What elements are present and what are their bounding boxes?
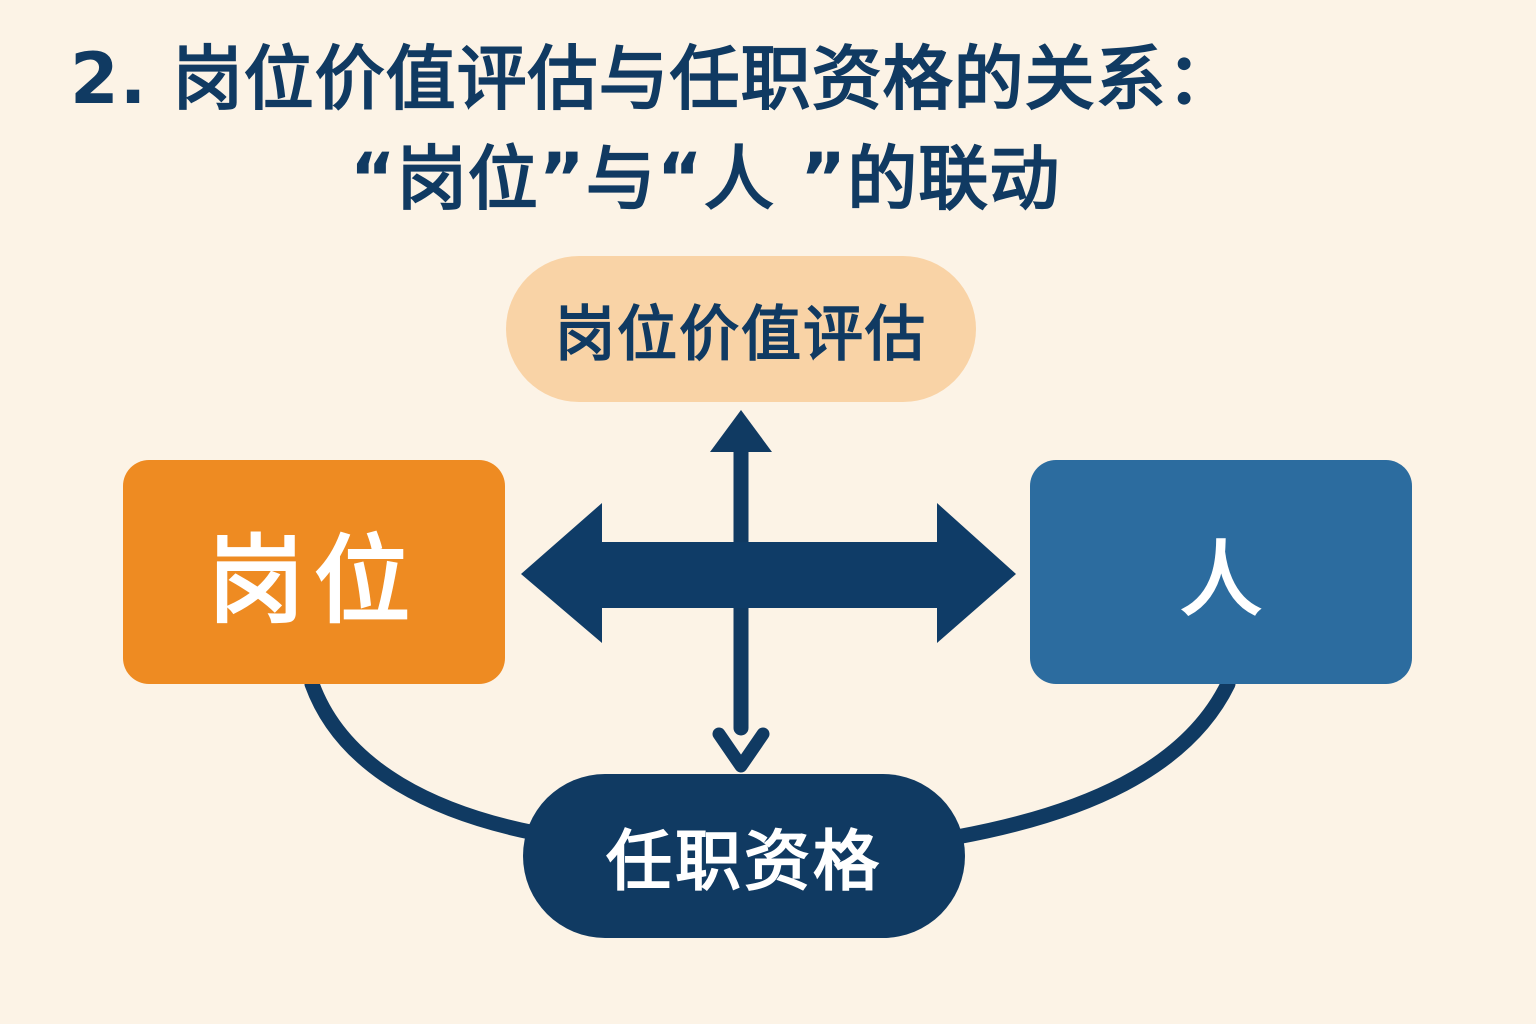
- arrowhead-down: [712, 727, 770, 773]
- slide-title: 2. 岗位价值评估与任职资格的关系： “岗位”与“人 ”的联动: [0, 0, 1536, 230]
- title-line-2: “岗位”与“人 ”的联动: [349, 138, 1061, 220]
- horizontal-double-arrow: [521, 503, 1016, 643]
- job-qualification-node: 任职资格: [523, 774, 965, 938]
- job-value-evaluation-node: 岗位价值评估: [506, 256, 976, 402]
- person-node: 人: [1030, 460, 1412, 684]
- connector-right-to-bottom: [949, 676, 1236, 845]
- connector-left-to-bottom: [304, 676, 543, 841]
- position-node: 岗位: [123, 460, 505, 684]
- arrowhead-up: [710, 410, 772, 452]
- title-line-1: 2. 岗位价值评估与任职资格的关系：: [70, 38, 1238, 120]
